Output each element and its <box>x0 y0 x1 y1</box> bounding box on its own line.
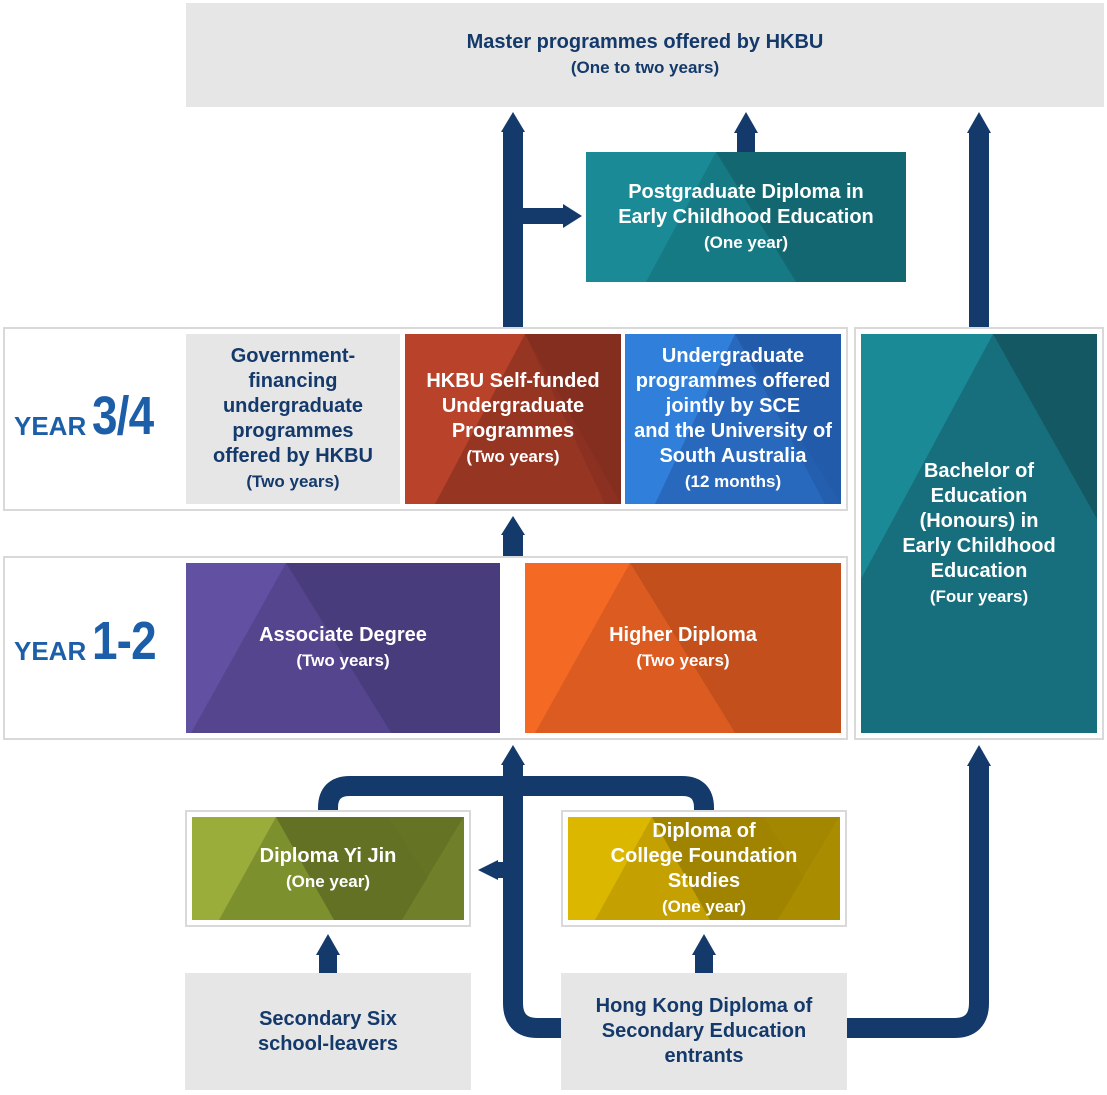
arrow-shaft-to-masters <box>503 130 523 327</box>
gov-line-5: offered by HKBU <box>212 445 373 467</box>
arrow-head-hkdse-cfs <box>692 934 716 955</box>
arrow-shaft-to-yijin <box>496 862 506 878</box>
masters-box: Master programmes offered by HKBU (One t… <box>186 3 1104 107</box>
year-34-word: YEAR <box>14 411 87 441</box>
pgde-line-2: Early Childhood Education <box>618 205 874 228</box>
year-12-number: 1-2 <box>92 611 157 671</box>
pgde-line-1: Postgraduate Diploma in <box>628 180 864 203</box>
gov-line-3: undergraduate <box>222 395 363 417</box>
yijin-box: Diploma Yi Jin (One year) <box>192 817 464 920</box>
arrow-head-to-yijin <box>478 860 498 880</box>
hkdse-line-2: Secondary Education <box>601 1020 807 1042</box>
arrow-head-to-masters <box>501 112 525 132</box>
gov-box: Government- financing undergraduate prog… <box>186 334 400 504</box>
yijin-title: Diploma Yi Jin <box>259 844 397 867</box>
arrow-shaft-pgde-masters <box>737 132 755 152</box>
gov-line-4: programmes <box>232 420 354 442</box>
cfs-line-3: Studies <box>667 869 741 892</box>
hkdse-box: Hong Kong Diploma of Secondary Education… <box>561 973 847 1090</box>
year-12-label: YEAR 1-2 <box>14 611 167 671</box>
year-34-number: 3/4 <box>92 386 154 446</box>
arrow-shaft-bed-masters <box>969 132 989 327</box>
cfs-line-1: Diploma of <box>652 819 756 842</box>
gov-line-1: Government- <box>230 345 356 367</box>
hkdse-line-1: Hong Kong Diploma of <box>595 995 813 1017</box>
hkdse-bed-line <box>847 763 989 1038</box>
yijin-duration: (One year) <box>285 871 371 891</box>
s6-line-1: Secondary Six <box>259 1007 397 1030</box>
arrow-shaft-12-to-34 <box>503 532 523 556</box>
pgde-box: Postgraduate Diploma in Early Childhood … <box>586 152 906 282</box>
hkdse-center-line <box>503 763 561 1038</box>
cfs-line-2: College Foundation <box>610 844 798 867</box>
arrow-shaft-s6-yijin <box>319 952 337 973</box>
masters-title: Master programmes offered by HKBU <box>466 31 824 53</box>
year-34-label: YEAR 3/4 <box>14 386 164 446</box>
arrow-head-12-to-34 <box>501 516 525 535</box>
s6-line-2: school-leavers <box>257 1032 399 1055</box>
cfs-duration: (One year) <box>661 896 747 916</box>
arrow-head-bed-masters <box>967 112 991 133</box>
arrow-shaft-hkdse-cfs <box>695 952 713 973</box>
cfs-box: Diploma of College Foundation Studies (O… <box>568 817 840 920</box>
arrow-head-to-year12 <box>501 745 525 765</box>
arrow-head-to-bed <box>967 745 991 766</box>
s6-box: Secondary Six school-leavers <box>185 973 471 1090</box>
year-12-word: YEAR <box>14 636 87 666</box>
hkdse-line-3: entrants <box>664 1045 744 1067</box>
gov-duration: (Two years) <box>246 472 340 491</box>
gov-line-2: financing <box>248 370 338 392</box>
arrow-shaft-to-pgde <box>513 208 565 224</box>
arrow-head-s6-yijin <box>316 934 340 955</box>
pgde-duration: (One year) <box>703 232 789 252</box>
arrow-head-to-pgde <box>563 204 582 228</box>
masters-duration: (One to two years) <box>570 58 720 77</box>
arrow-head-pgde-masters <box>734 112 758 133</box>
